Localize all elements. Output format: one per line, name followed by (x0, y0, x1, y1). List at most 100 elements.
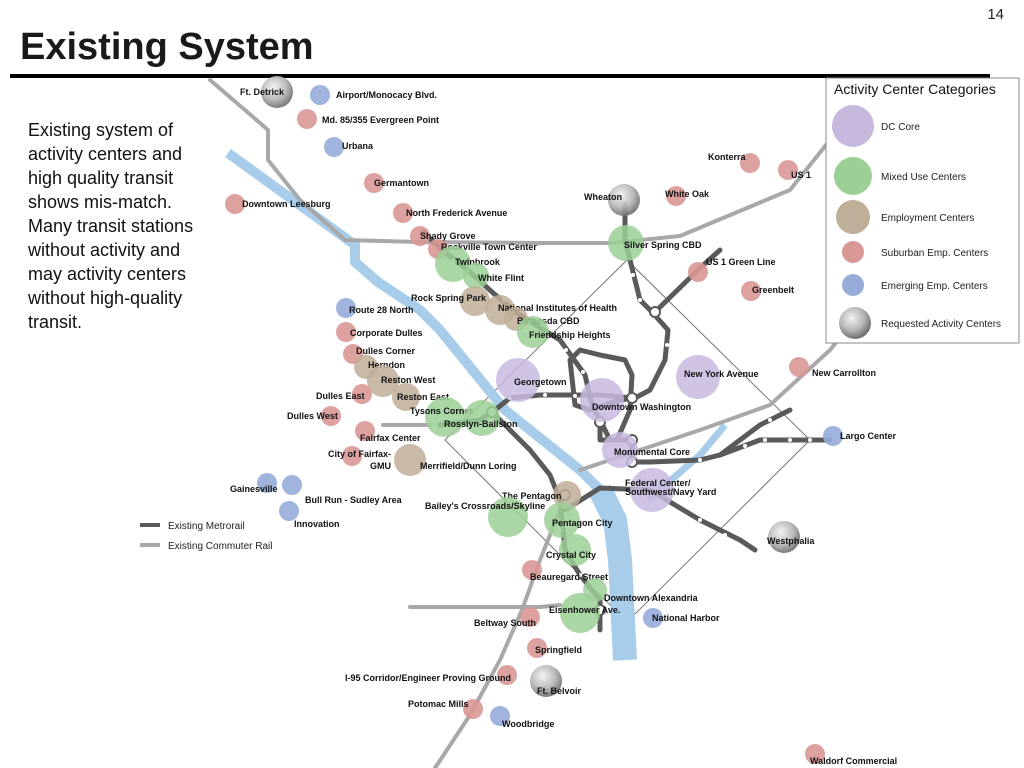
activity-center-marker (580, 378, 624, 422)
activity-center-marker (608, 225, 644, 261)
activity-center-label: Twinbrook (455, 257, 501, 267)
legend-label: Mixed Use Centers (881, 172, 966, 183)
activity-center-marker (740, 153, 760, 173)
activity-center-label: Wheaton (584, 192, 622, 202)
activity-center-marker (559, 534, 591, 566)
activity-center-label: Rockville Town Center (441, 242, 537, 252)
activity-center-marker (463, 699, 483, 719)
activity-center-marker (352, 384, 372, 404)
commuter-rail-lines (208, 78, 872, 768)
activity-center-marker (393, 203, 413, 223)
activity-center-marker (425, 397, 465, 437)
activity-center-label: Dulles East (316, 391, 365, 401)
activity-center-marker (497, 665, 517, 685)
activity-center-label: US 1 Green Line (706, 257, 776, 267)
activity-center-label: The Pentagon (502, 491, 562, 501)
activity-center-marker (688, 262, 708, 282)
activity-center-marker (355, 421, 375, 441)
potomac-river-lower (589, 484, 637, 661)
activity-center-marker (394, 444, 426, 476)
activity-center-label: Gainesville (230, 484, 278, 494)
activity-center-label: Potomac Mills (408, 699, 469, 709)
legend-label: Employment Centers (881, 213, 974, 224)
activity-center-marker (279, 501, 299, 521)
activity-center-label: City of Fairfax- (328, 449, 391, 459)
activity-center-label: Westphalia (767, 536, 815, 546)
activity-center-marker (463, 263, 489, 289)
activity-center-label: Greenbelt (752, 285, 794, 295)
activity-center-marker (608, 184, 640, 216)
legend-swatch (842, 241, 864, 263)
activity-center-label: North Frederick Avenue (406, 208, 507, 218)
activity-center-marker (522, 560, 542, 580)
activity-center-label: Fairfax Center (360, 433, 421, 443)
activity-center-marker (823, 426, 843, 446)
activity-center-label: Route 28 North (349, 305, 414, 315)
activity-center-label: Ft. Detrick (240, 87, 285, 97)
legend-swatch (834, 157, 872, 195)
activity-center-label: Downtown Alexandria (604, 593, 699, 603)
activity-center-marker (225, 194, 245, 214)
activity-center-marker (553, 481, 581, 509)
activity-center-label: US 1 (791, 170, 811, 180)
legend-metrorail: Existing Metrorail (168, 521, 245, 532)
activity-center-label: Largo Center (840, 431, 897, 441)
activity-center-label: Dulles West (287, 411, 338, 421)
activity-center-label: Southwest/Navy Yard (625, 487, 716, 497)
legend-swatch (839, 307, 871, 339)
line-legend: Existing Metrorail Existing Commuter Rai… (140, 521, 272, 552)
activity-center-label: Georgetown (514, 377, 567, 387)
activity-center-label: Beauregard Street (530, 572, 608, 582)
activity-center-marker (643, 608, 663, 628)
activity-center-label: National Institutes of Health (498, 303, 617, 313)
activity-center-label: Urbana (342, 141, 374, 151)
activity-center-marker (778, 160, 798, 180)
activity-center-label: Downtown Washington (592, 402, 691, 412)
activity-center-label: Reston East (397, 392, 449, 402)
title-rule (10, 74, 990, 78)
activity-center-label: Waldorf Commercial (810, 756, 897, 766)
activity-center-label: Ft. Belvoir (537, 686, 582, 696)
activity-center-label: Federal Center/ (625, 478, 691, 488)
activity-center-marker (530, 665, 562, 697)
activity-center-marker (336, 298, 356, 318)
activity-center-marker (490, 706, 510, 726)
activity-center-marker (321, 406, 341, 426)
activity-center-label: Bull Run - Sudley Area (305, 495, 403, 505)
activity-center-label: Silver Spring CBD (624, 240, 702, 250)
activity-center-label: White Flint (478, 273, 524, 283)
activity-center-label: Md. 85/355 Evergreen Point (322, 115, 439, 125)
activity-center-label: New Carrollton (812, 368, 876, 378)
legend-label: Emerging Emp. Centers (881, 281, 988, 292)
activity-center-label: I-95 Corridor/Engineer Proving Ground (345, 673, 511, 683)
activity-center-marker (488, 497, 528, 537)
activity-center-marker (310, 85, 330, 105)
activity-center-label: Herndon (368, 360, 405, 370)
activity-center-marker (527, 638, 547, 658)
activity-center-marker (435, 246, 471, 282)
activity-center-label: Bailey's Crossroads/Skyline (425, 501, 545, 511)
activity-center-marker (789, 357, 809, 377)
activity-center-label: Pentagon City (552, 518, 613, 528)
activity-center-label: Tysons Corner (410, 406, 473, 416)
activity-center-marker (257, 473, 277, 493)
activity-center-label: Dulles Corner (356, 346, 416, 356)
legend-label: DC Core (881, 122, 920, 133)
activity-center-marker (630, 468, 674, 512)
activity-center-label: National Harbor (652, 613, 720, 623)
potomac-river-upper (225, 148, 604, 494)
activity-center-marker (392, 383, 420, 411)
activity-center-label: White Oak (665, 189, 710, 199)
activity-center-marker (544, 502, 580, 538)
legend-label: Requested Activity Centers (881, 319, 1001, 330)
legend-swatch (832, 105, 874, 147)
activity-center-marker (464, 400, 500, 436)
legend-title: Activity Center Categories (834, 81, 996, 97)
east-line (717, 407, 793, 458)
activity-center-marker (520, 607, 540, 627)
activity-center-label: Crystal City (546, 550, 596, 560)
activity-center-marker (336, 322, 356, 342)
activity-center-marker (367, 365, 399, 397)
